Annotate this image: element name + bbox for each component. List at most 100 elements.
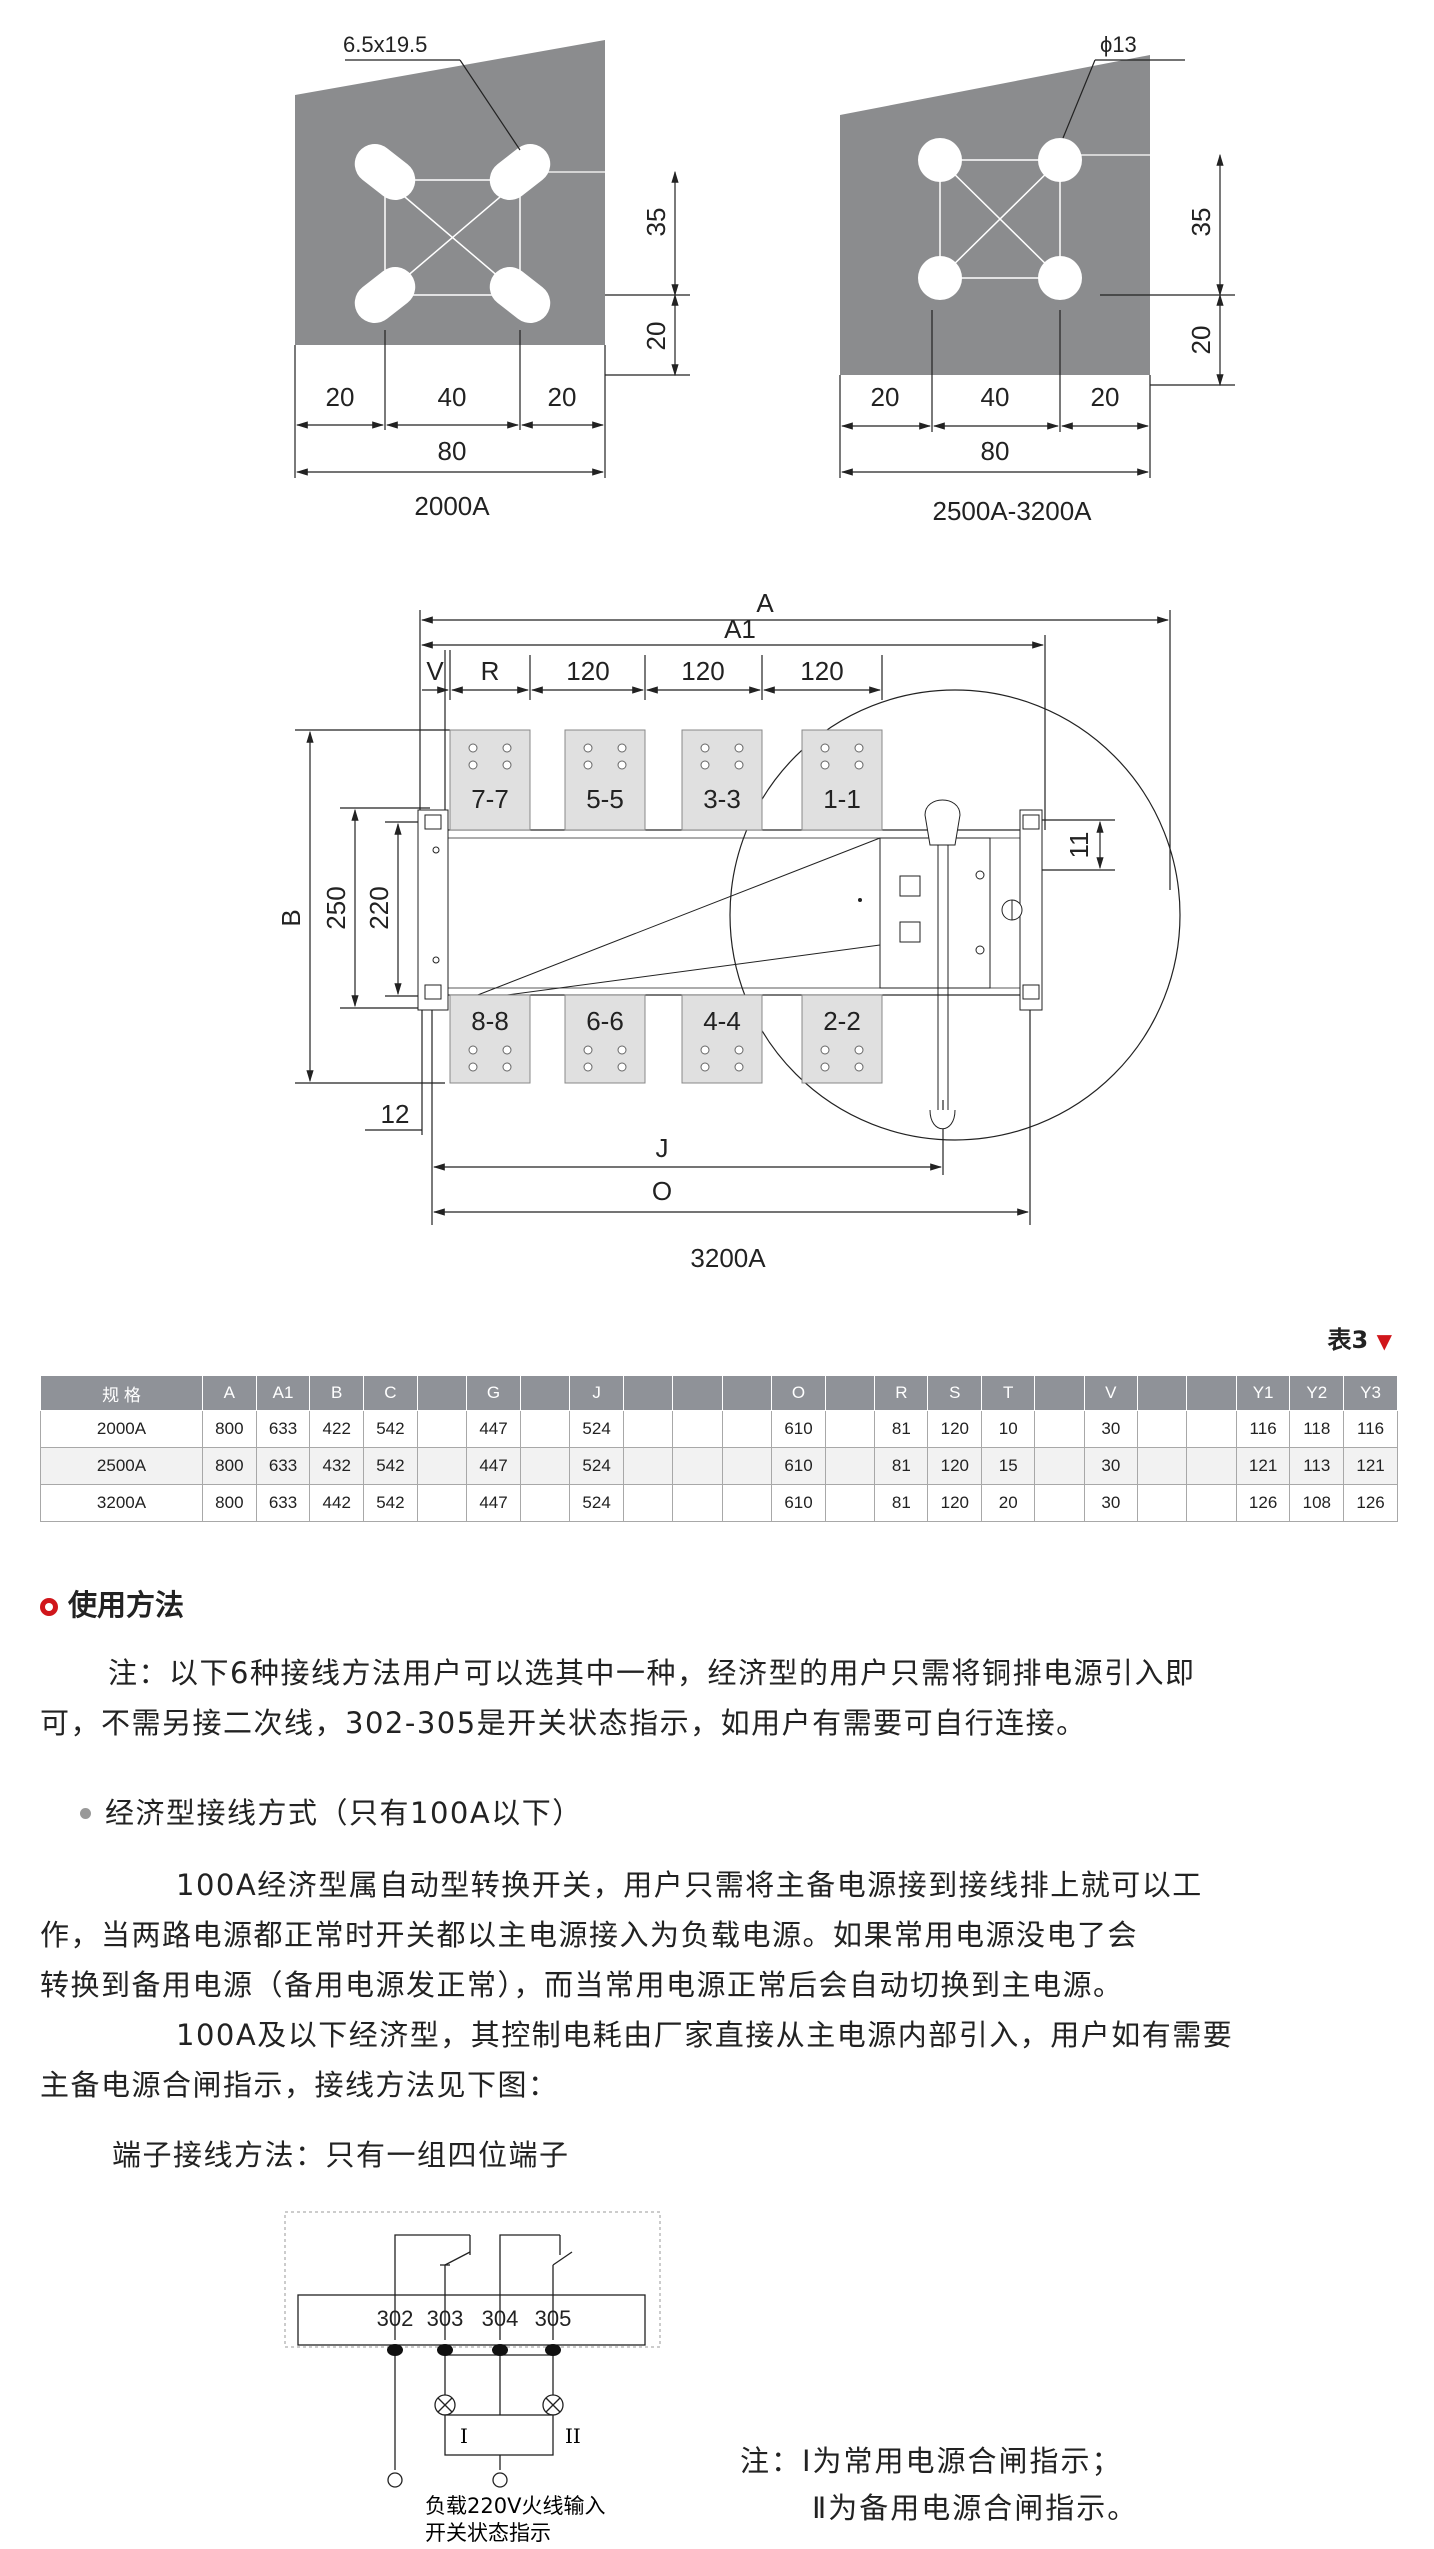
terminal-label: 7-7	[471, 784, 509, 814]
table-label: 表3 ▼	[1327, 1326, 1392, 1354]
dim-j: J	[656, 1133, 669, 1163]
dim-a1: A1	[724, 614, 756, 644]
hole-diameter-label: ϕ13	[1100, 32, 1137, 57]
lamp-2-label: II	[565, 2424, 581, 2448]
table-cell	[1034, 1410, 1085, 1448]
table-cell: 121	[1343, 1447, 1398, 1485]
dim-o: O	[652, 1176, 672, 1206]
paragraph-control-line1: 100A及以下经济型，其控制电耗由厂家直接从主电源内部引入，用户如有需要	[176, 2018, 1234, 2052]
bullet-dot-icon	[80, 1808, 91, 1819]
table-cell: 126	[1343, 1484, 1398, 1522]
wiring-diagram: 302 303 304 305 I II 负载220V火线输入 开关状态指示	[284, 2211, 661, 2545]
svg-text:12: 12	[381, 1099, 410, 1129]
table-header-cell	[1034, 1375, 1085, 1411]
lamp-1-label: I	[460, 2424, 468, 2448]
terminal-label: 8-8	[471, 1006, 509, 1036]
terminal-5-5	[564, 729, 646, 831]
terminal-label: 2-2	[823, 1006, 861, 1036]
svg-text:80: 80	[981, 436, 1010, 466]
table-cell: 633	[255, 1447, 311, 1485]
note-line1: 注：Ⅰ为常用电源合闸指示；	[740, 2444, 1123, 2478]
table-cell: 2500A	[40, 1447, 203, 1485]
table-cell: 442	[309, 1484, 365, 1522]
table-cell	[622, 1447, 674, 1485]
caption-2000a: 2000A	[414, 491, 490, 521]
table-header-cell	[416, 1375, 468, 1411]
section-bullet-icon	[40, 1598, 58, 1616]
table-cell: 81	[874, 1447, 929, 1485]
terminal-304: 304	[482, 2306, 519, 2331]
table-cell: 610	[771, 1447, 826, 1485]
paragraph-economy-line3: 转换到备用电源（备用电源发正常），而当常用电源正常后会自动切换到主电源。	[40, 1968, 1124, 2002]
busbar-2000a: 6.5x19.5 35 20 20 40 20 80 2000A	[294, 32, 690, 521]
terminal-wiring-title: 端子接线方法：只有一组四位端子	[112, 2138, 570, 2172]
terminal-302: 302	[377, 2306, 414, 2331]
table-cell	[672, 1447, 723, 1485]
table-cell: 20	[981, 1484, 1036, 1522]
table-cell: 81	[874, 1410, 929, 1448]
table-cell: 30	[1083, 1447, 1138, 1485]
table-cell: 524	[569, 1447, 624, 1485]
table-cell	[721, 1447, 773, 1485]
table-cell: 800	[202, 1484, 257, 1522]
table-cell	[416, 1484, 468, 1522]
table-cell	[824, 1447, 876, 1485]
table-cell: 3200A	[40, 1484, 203, 1522]
table-header-cell: Y1	[1235, 1375, 1291, 1411]
paragraph-economy-line2: 作，当两路电源都正常时开关都以主电源接入为负载电源。如果常用电源没电了会	[40, 1918, 1139, 1952]
switch-body	[417, 689, 1181, 1141]
table-header-cell	[672, 1375, 723, 1411]
table-cell	[1186, 1447, 1237, 1485]
table-cell	[519, 1447, 571, 1485]
table-cell: 524	[569, 1410, 624, 1448]
table-cell	[622, 1484, 674, 1522]
svg-text:11: 11	[1064, 832, 1094, 859]
note-line2: Ⅱ为备用电源合闸指示。	[812, 2491, 1139, 2525]
terminal-303: 303	[427, 2306, 464, 2331]
table-cell: 610	[771, 1484, 826, 1522]
table-cell: 15	[981, 1447, 1036, 1485]
download-arrow-icon: ▼	[1376, 1329, 1392, 1353]
busbar-2500a-3200a: ϕ13 35 20 20 40 20 80 2500A-3200A	[839, 32, 1235, 526]
table-header-cell: J	[569, 1375, 624, 1411]
table-header-cell: B	[309, 1375, 365, 1411]
table-cell	[721, 1484, 773, 1522]
table-header-cell: R	[874, 1375, 929, 1411]
table-cell	[824, 1410, 876, 1448]
table-header-cell: 规 格	[40, 1375, 203, 1411]
table-cell: 800	[202, 1447, 257, 1485]
dim-b: B	[276, 909, 306, 926]
table-header-cell: A1	[255, 1375, 311, 1411]
top-terminals	[449, 729, 883, 831]
table-header-cell: T	[981, 1375, 1036, 1411]
table-cell	[519, 1410, 571, 1448]
terminal-label: 1-1	[823, 784, 861, 814]
table-cell: 116	[1235, 1410, 1291, 1448]
table-cell: 432	[309, 1447, 365, 1485]
table-cell: 633	[255, 1484, 311, 1522]
table-cell: 10	[981, 1410, 1036, 1448]
table-header-cell: C	[363, 1375, 418, 1411]
svg-text:40: 40	[438, 382, 467, 412]
table-header-cell	[519, 1375, 571, 1411]
svg-text:35: 35	[641, 208, 671, 237]
table-cell: 447	[466, 1447, 521, 1485]
table-cell: 524	[569, 1484, 624, 1522]
table-cell: 610	[771, 1410, 826, 1448]
svg-text:120: 120	[566, 656, 609, 686]
svg-text:20: 20	[871, 382, 900, 412]
table-header-cell: V	[1083, 1375, 1138, 1411]
table-cell: 113	[1289, 1447, 1345, 1485]
table-cell	[1186, 1484, 1237, 1522]
wiring-caption-line2: 开关状态指示	[425, 2521, 551, 2545]
table-header-cell: A	[202, 1375, 257, 1411]
table-cell: 126	[1235, 1484, 1291, 1522]
paragraph-note-line1: 注：以下6种接线方法用户可以选其中一种，经济型的用户只需将铜排电源引入即	[108, 1656, 1196, 1690]
table-cell	[721, 1410, 773, 1448]
table-cell: 542	[363, 1484, 418, 1522]
table-header-cell	[1136, 1375, 1188, 1411]
table-header-cell: S	[927, 1375, 983, 1411]
hole-size-label: 6.5x19.5	[343, 32, 427, 57]
